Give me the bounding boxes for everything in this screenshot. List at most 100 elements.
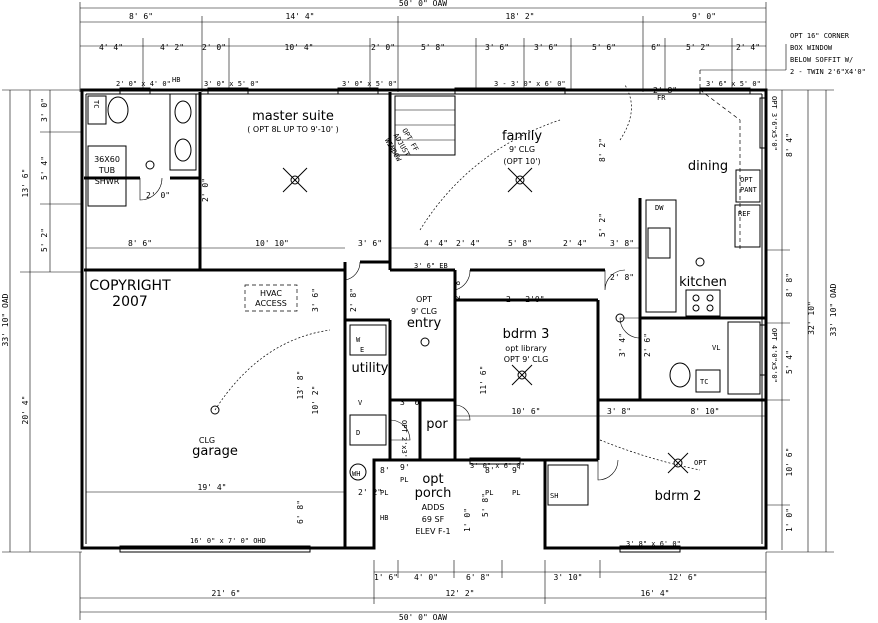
hvac-access [244, 284, 298, 312]
room-opt-porch-1: opt [422, 472, 443, 487]
light-icon [210, 405, 220, 415]
dim-bath-w: 2' 8" [653, 86, 677, 95]
dim-top2-f: 5' 8" [421, 43, 445, 52]
utility-cabinet [349, 324, 387, 356]
cooktop-icon [685, 289, 721, 317]
dim-bot1-d: 3' 10" [554, 573, 583, 582]
dim-porch-w: 2' 2" [358, 488, 382, 497]
dim-bath-h1: 3' 4" [618, 333, 627, 357]
washer-label: W [356, 336, 361, 344]
left-dimensions: 33' 10" OAD 13' 6" 20' 4" 3' 0" 5' 4" 5'… [1, 89, 82, 553]
dim-bot1-a: 1' 6" [374, 573, 398, 582]
window-label: 3' 0" x 6' 0" [470, 462, 525, 470]
pl-label-2: PL [400, 476, 408, 484]
windows [119, 87, 767, 553]
dim-top2-c: 2' 0" [202, 43, 226, 52]
overall-depth-right: 33' 10" OAD [829, 283, 838, 336]
master-note: ( OPT 8L UP TO 9'-10' ) [247, 125, 338, 134]
dim-bdrm3-w: 10' 6" [512, 407, 541, 416]
dim-kit-v: 5' 2" [598, 213, 607, 237]
fr-label: FR [657, 94, 666, 102]
dim-entry-h: 6' 8" [296, 500, 305, 524]
dim-fam-e: 3' 8" [610, 239, 634, 248]
note-box-1: OPT 16" CORNER [790, 32, 850, 40]
hvac-label-2: ACCESS [255, 299, 287, 308]
dryer [349, 414, 387, 446]
bottom-dimensions: 1' 6" 4' 0" 6' 8" 3' 10" 12' 6" 21' 6" 1… [79, 552, 767, 622]
top-dimensions: 50' 0" OAW 8' 6" 14' 4" 18' 2" 9' 0" 4' … [79, 0, 767, 92]
dim-left-5-4: 5' 4" [40, 156, 49, 180]
dim-porch-a: 8' [380, 466, 390, 475]
dim-top2-h: 3' 6" [534, 43, 558, 52]
bdrm2-closet [547, 464, 589, 506]
dim-right-8-4: 8' 4" [785, 133, 794, 157]
kitchen-counter [645, 199, 677, 313]
vl-label: VL [712, 344, 720, 352]
dim-right-10-6: 10' 6" [785, 448, 794, 477]
dim-fam-c: 5' 8" [508, 239, 532, 248]
window-labels: 2' 0" x 4' 0" 3' 0" x 5' 0" 3' 0" x 5' 0… [116, 80, 778, 548]
entry-opt: OPT [416, 295, 432, 304]
dim-bot1-e: 12' 6" [669, 573, 698, 582]
window-label: 3 - 3' 0" x 6' 0" [494, 80, 566, 88]
room-utility: utility [352, 361, 389, 376]
room-master-suite: master suite [252, 109, 334, 124]
hvac-label-1: HVAC [260, 289, 282, 298]
pantry-label-1: OPT [740, 176, 753, 184]
tub-shower [87, 145, 127, 207]
window-label: OPT 4'0"x5'0" [770, 328, 778, 383]
note-box-4: 2 - TWIN 2'6"X4'0" [790, 68, 866, 76]
dim-right-1-0: 1' 0" [785, 508, 794, 532]
dim-top2-i: 5' 6" [592, 43, 616, 52]
dim-bot2-c: 16' 4" [641, 589, 670, 598]
dim-top2-g: 3' 6" [485, 43, 509, 52]
ceiling-fan-icon [507, 167, 533, 193]
water-heater-icon [349, 463, 367, 481]
refrigerator [734, 204, 761, 248]
dim-top2-k: 5' 2" [686, 43, 710, 52]
dim-porch-d: 9' [512, 466, 522, 475]
dim-top2-j: 6" [651, 43, 661, 52]
room-family: family [502, 129, 542, 144]
family-note-1: 9' CLG [509, 145, 535, 154]
ceiling-fan-icon [667, 452, 689, 474]
dim-bot1-b: 4' 0" [414, 573, 438, 582]
window-label: 3' 0" x 5' 0" [342, 80, 397, 88]
room-labels: master suite ( OPT 8L UP TO 9'-10' ) fam… [89, 76, 757, 536]
room-bdrm2: bdrm 2 [655, 489, 702, 504]
door-swings [139, 177, 641, 481]
ref-label: REF [738, 210, 751, 218]
dim-fam-b: 2' 4" [456, 239, 480, 248]
copyright-line-1: COPYRIGHT [89, 278, 171, 294]
wh-label: WH [352, 470, 360, 478]
dim-left-5-2: 5' 2" [40, 228, 49, 252]
hb-label-2: HB [380, 514, 388, 522]
light-icon [420, 337, 430, 347]
pl-label-3: PL [485, 489, 493, 497]
copyright-line-2: 2007 [112, 294, 148, 310]
toilet-icon [107, 96, 129, 124]
dim-fam-a: 4' 4" [424, 239, 448, 248]
dim-top2-b: 4' 2" [160, 43, 184, 52]
dim-top2-a: 4' 4" [99, 43, 123, 52]
bdrm3-note-1: opt library [505, 344, 547, 353]
overall-depth-left: 33' 10" OAD [1, 293, 10, 346]
dim-master-10-10: 10' 10" [255, 239, 289, 248]
porch-note-1: ADDS [422, 503, 445, 512]
pantry-label-2: PANT [740, 186, 758, 194]
tub-label-2: TUB [98, 166, 115, 175]
dim-left-20-4: 20' 4" [21, 396, 30, 425]
overall-width-top: 50' 0" OAW [399, 0, 447, 8]
ceiling-fan-icon [511, 364, 533, 386]
porch-note-3: ELEV F-1 [415, 527, 450, 536]
dim-garage-width: 19' 4" [198, 483, 227, 492]
range-icon [647, 227, 671, 259]
dim-entry-w: 2' 8" [349, 288, 358, 312]
window-label: 3' 8" x 6' 0" [626, 540, 681, 548]
dim-bath-h2: 2' 6" [643, 333, 652, 357]
bath2-toilet-icon [669, 362, 691, 388]
dim-garage-h2: 13' 8" [296, 371, 305, 400]
dim-top1-b: 14' 4" [286, 12, 315, 21]
bath2-tc [695, 369, 721, 393]
